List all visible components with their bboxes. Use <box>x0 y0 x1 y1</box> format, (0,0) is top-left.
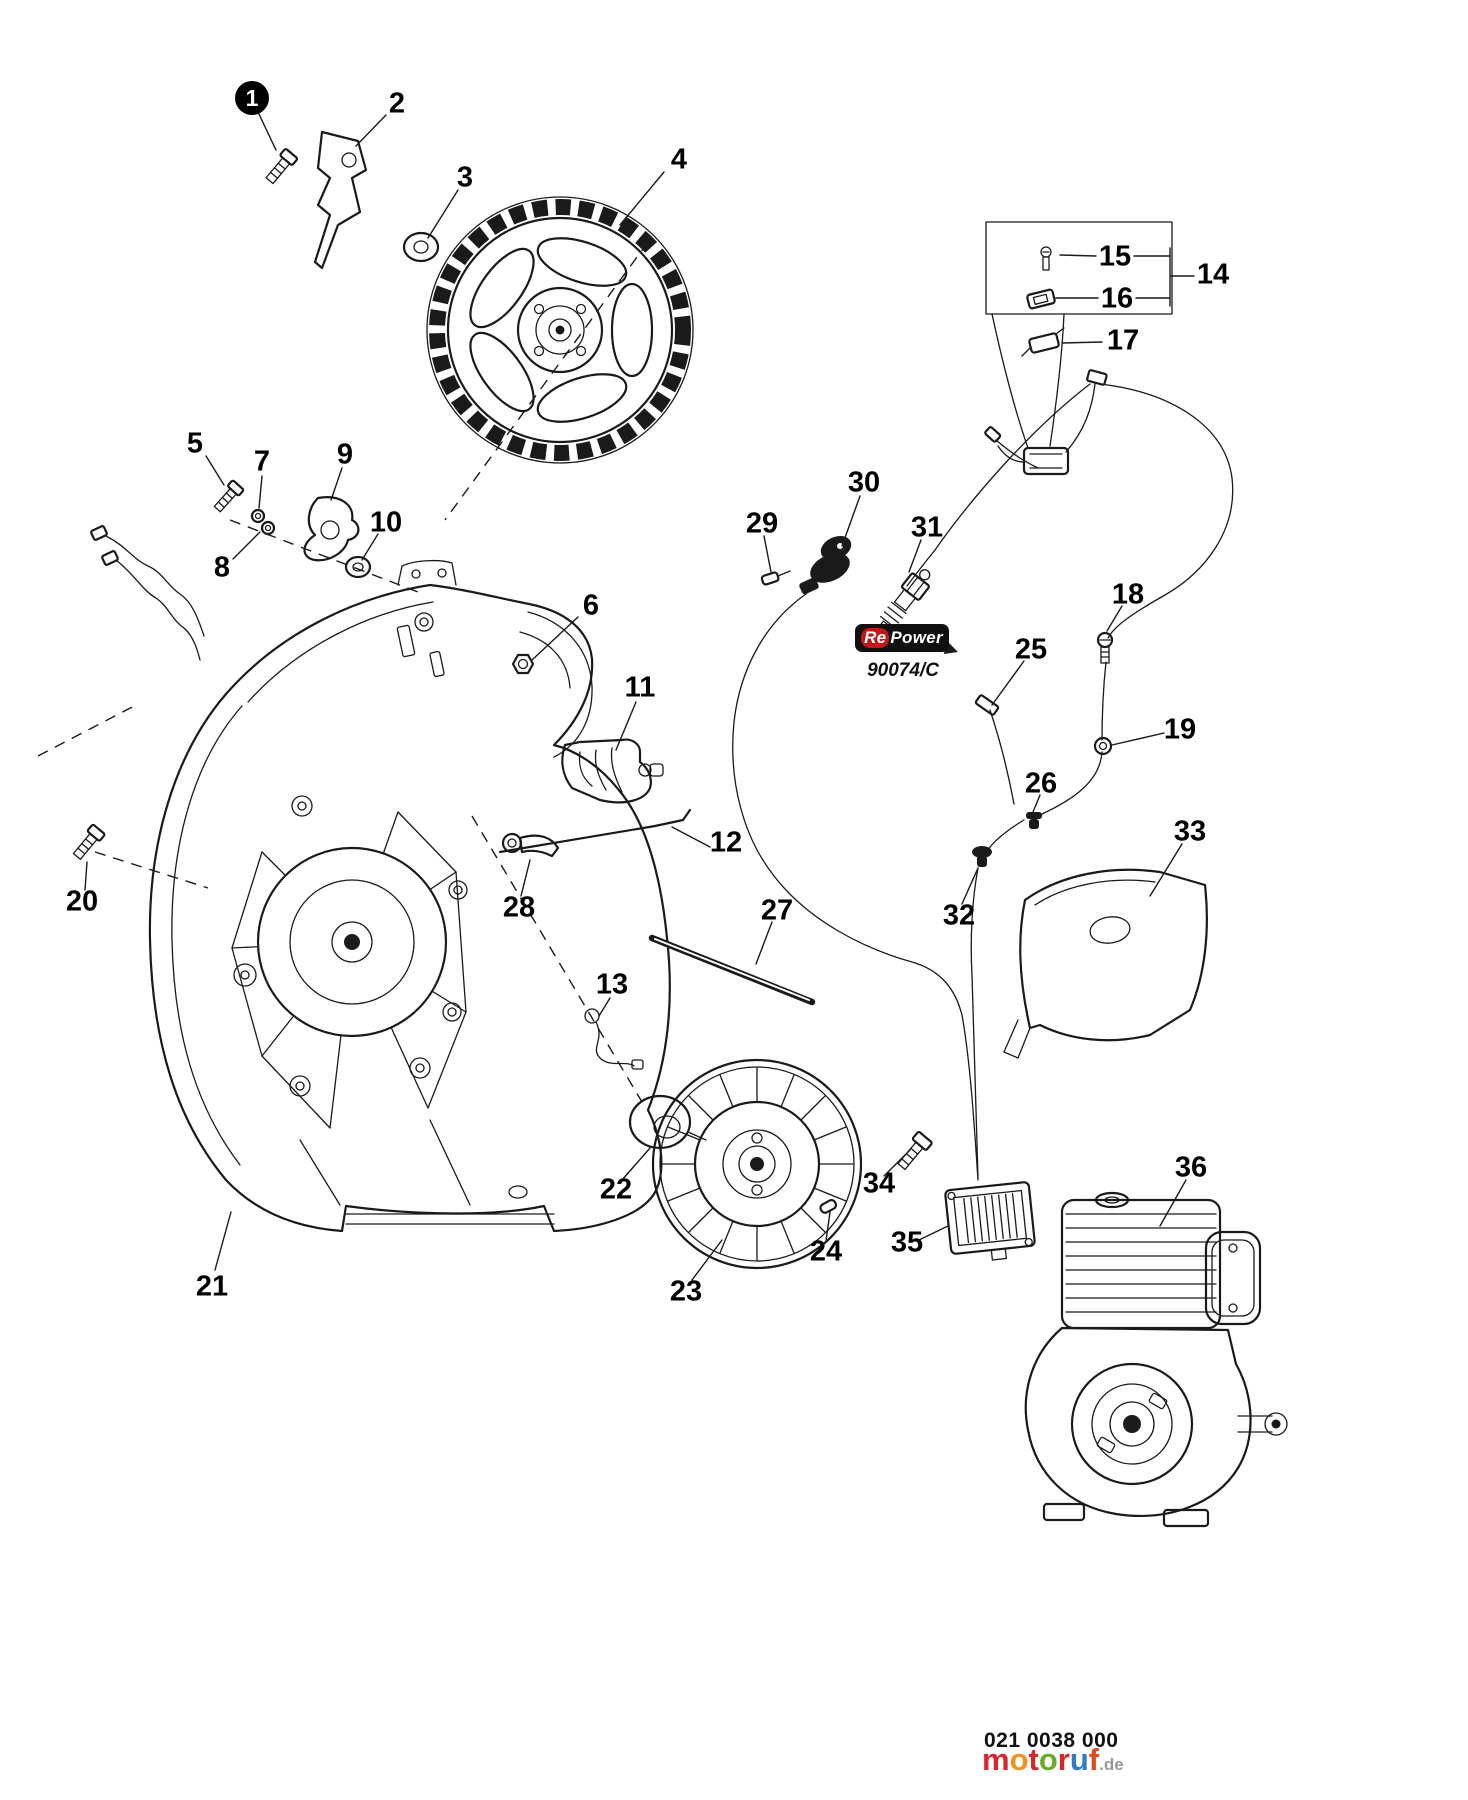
callout-13: 13 <box>595 968 629 1001</box>
callout-2: 2 <box>388 87 406 120</box>
part-32-grommet <box>972 846 992 867</box>
leader-lines <box>84 111 1195 1281</box>
callout-22: 22 <box>599 1173 633 1206</box>
watermark-letter: r <box>1057 1742 1070 1777</box>
construction-lines <box>37 241 649 1103</box>
watermark-suffix: .de <box>1099 1755 1124 1774</box>
callout-27: 27 <box>760 894 794 927</box>
part-33-heat-shield <box>1003 868 1208 1059</box>
callout-29: 29 <box>745 507 779 540</box>
part-3-washer <box>402 231 440 263</box>
part-1-bolt <box>265 148 299 185</box>
callout-10: 10 <box>369 506 403 539</box>
callout-32: 32 <box>942 899 976 932</box>
part-10-washer <box>344 555 372 579</box>
watermark-letter: m <box>982 1742 1010 1777</box>
repower-badge-re: Re <box>861 628 890 648</box>
callout-36: 36 <box>1174 1151 1208 1184</box>
callout-17: 17 <box>1106 324 1140 357</box>
part-7-washers <box>250 508 276 536</box>
callout-18: 18 <box>1111 578 1145 611</box>
callout-31: 31 <box>910 511 944 544</box>
callout-7: 7 <box>253 445 271 478</box>
part-18-screw <box>1096 631 1114 664</box>
repower-badge-power: Power <box>890 628 943 647</box>
watermark-letter: u <box>1069 1742 1089 1777</box>
callout-3: 3 <box>456 161 474 194</box>
callout-8: 8 <box>213 551 231 584</box>
part-4-fan <box>426 196 694 464</box>
callout-34: 34 <box>862 1167 896 1200</box>
callout-11: 11 <box>624 671 656 704</box>
part-13-wire <box>584 1008 644 1070</box>
callout-20: 20 <box>65 885 99 918</box>
callout-14: 14 <box>1196 258 1230 291</box>
watermark-letter: f <box>1088 1742 1100 1777</box>
part-28-lever <box>501 832 560 858</box>
part-27-rod <box>648 934 816 1006</box>
callout-5: 5 <box>186 427 204 460</box>
callout-35: 35 <box>890 1226 924 1259</box>
callout-12: 12 <box>709 826 743 859</box>
callout-28: 28 <box>502 891 536 924</box>
part-11-trigger <box>561 738 664 804</box>
part-23-flywheel <box>651 1058 863 1270</box>
part-19-washer <box>1093 736 1113 756</box>
part-6-nut <box>511 653 535 675</box>
callout-4: 4 <box>670 143 688 176</box>
callout-6: 6 <box>582 589 600 622</box>
part-29-clip <box>760 570 791 586</box>
part-24-key <box>819 1199 838 1214</box>
watermark-letter: o <box>1009 1742 1029 1777</box>
grommet-kit-box <box>985 221 1173 476</box>
callout-30: 30 <box>847 466 881 499</box>
callout-15: 15 <box>1098 240 1132 273</box>
wiring-harness <box>732 369 1234 1181</box>
part-30-ignition-switch <box>799 535 852 595</box>
callout-16: 16 <box>1100 282 1134 315</box>
callout-33: 33 <box>1173 815 1207 848</box>
callout-25: 25 <box>1014 633 1048 666</box>
callout-21: 21 <box>195 1270 229 1303</box>
part-9-bracket <box>303 496 360 562</box>
part-22-starter-cup <box>628 1094 707 1150</box>
callout-23: 23 <box>669 1275 703 1308</box>
part-21-blower-housing <box>148 559 671 1233</box>
watermark-letter: t <box>1028 1742 1039 1777</box>
part-12-rod <box>498 808 692 854</box>
callout-26: 26 <box>1024 767 1058 800</box>
part-25-terminal <box>974 694 1000 716</box>
part-35-ignition-coil <box>944 1181 1036 1261</box>
callout-9: 9 <box>336 438 354 471</box>
callout-24: 24 <box>809 1235 843 1268</box>
part-20-bolt <box>72 823 106 860</box>
part-2-pawl <box>313 130 368 270</box>
part-34-bolt <box>897 1131 933 1171</box>
watermark-letter: o <box>1038 1742 1058 1777</box>
part-26-grommet <box>1026 812 1042 829</box>
left-wire-leads <box>90 525 205 661</box>
part-5-bolt <box>213 479 245 513</box>
diagram-number: 021 0038 000 <box>984 1729 1119 1752</box>
motoruf-watermark: motoruf.de <box>982 1744 1124 1775</box>
repower-part-code: 90074/C <box>867 660 939 681</box>
callout-19: 19 <box>1163 713 1197 746</box>
callout-1: 1 <box>235 81 269 115</box>
part-36-cylinder <box>1024 1191 1288 1528</box>
